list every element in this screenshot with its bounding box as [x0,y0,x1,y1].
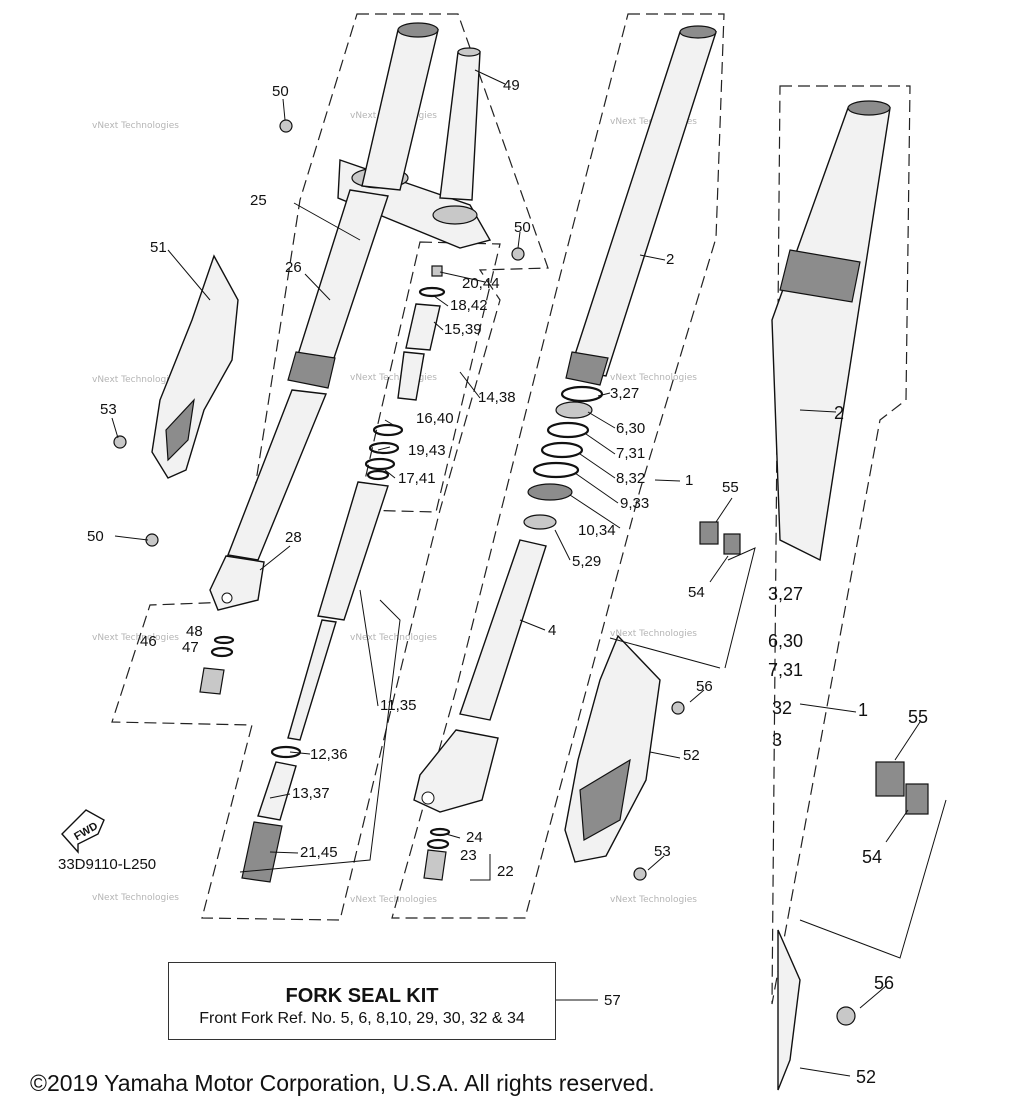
watermark-text: vNext Technologies [350,633,437,643]
callout-label: 16,40 [416,410,454,427]
callout-label: 50 [272,83,289,100]
callout-label: 7,31 [616,445,645,462]
callout-label: 3,27 [768,584,803,604]
callout-label: 17,41 [398,470,436,487]
callout-label: 53 [654,843,671,860]
callout-label: 51 [150,239,167,256]
callout-label: 48 [186,623,203,640]
callout-label: 50 [87,528,104,545]
callout-label: 20,44 [462,275,500,292]
callout-label: 19,43 [408,442,446,459]
callout-label: 12,36 [310,746,348,763]
callout-label: 3,27 [610,385,639,402]
callout-label: 54 [688,584,705,601]
watermark-text: vNext Technologies [350,373,437,383]
left-fork-guard [151,254,239,479]
callout-label: 5,29 [572,553,601,570]
callout-label: 52 [683,747,700,764]
callout-label: 56 [874,973,894,993]
callout-label: 21,45 [300,844,338,861]
callout-label: 2 [666,251,674,268]
second-view-boundary [771,85,911,1005]
callout-label: 24 [466,829,483,846]
callout-label: 22 [497,863,514,880]
callout-label: 23 [460,847,477,864]
callout-label: 6,30 [768,631,803,651]
callout-labels: 50 49 25 26 51 53 50 28 48 47 46 50 20,4… [87,77,928,1087]
callout-label: 55 [908,707,928,727]
left-outer-tube [209,22,439,611]
steering-stem [439,47,481,201]
callout-label: 11,35 [380,697,416,714]
callout-label: 13,37 [292,785,330,802]
watermark-text: vNext Technologies [610,895,697,905]
leader-lines [111,69,947,1077]
callout-label: 4 [548,622,556,639]
callout-label: 14,38 [478,389,516,406]
callout-label: 8,32 [616,470,645,487]
callout-label: 26 [285,259,302,276]
callout-label: 53 [100,401,117,418]
callout-label: 18,42 [450,297,488,314]
watermark-text: vNext Technologies [92,893,179,903]
callout-label: 2 [834,403,844,423]
fork-seal-kit-box: FORK SEAL KIT Front Fork Ref. No. 5, 6, … [168,962,556,1040]
copyright-notice: ©2019 Yamaha Motor Corporation, U.S.A. A… [30,1070,655,1096]
watermark-text: vNext Technologies [610,373,697,383]
callout-label: 55 [722,479,739,496]
callout-label: 32 [772,698,792,718]
kit-ref-label: 57 [604,992,621,1009]
forward-direction-arrow: FWD [61,809,105,854]
right-fork-guard [564,634,661,863]
inner-tube-assembly-boundary [391,13,725,919]
watermark-text: vNext Technologies [92,375,179,385]
watermark-text: vNext Technologies [92,121,179,131]
callout-label: 6,30 [616,420,645,437]
callout-label: 10,34 [578,522,616,539]
second-view-tube [771,100,891,1091]
callout-label: 49 [503,77,520,94]
callout-label: 54 [862,847,882,867]
callout-label: 28 [285,529,302,546]
callout-label: 7,31 [768,660,803,680]
callout-label: 50 [514,219,531,236]
callout-label: 47 [182,639,199,656]
drawing-code: 33D9110-L250 [58,856,157,873]
callout-label: 25 [250,192,267,209]
callout-label: 1 [858,700,868,720]
watermark-text: vNext Technologies [350,895,437,905]
callout-label: 56 [696,678,713,695]
callout-label: 1 [685,472,693,489]
callout-label: 15,39 [444,321,482,338]
right-inner-tube [413,25,717,813]
damper-assembly-boundary [357,241,501,513]
callout-label: 3 [772,730,782,750]
callout-label: 52 [856,1067,876,1087]
watermark-text: vNext Technologies [92,633,179,643]
kit-description: Front Fork Ref. No. 5, 6, 8,10, 29, 30, … [199,1010,525,1027]
cartridge-rod [241,481,389,883]
watermark-text: vNext Technologies [610,629,697,639]
callout-label: 9,33 [620,495,649,512]
callout-label: 46 [140,633,157,650]
damper-internals [364,265,446,481]
kit-title: FORK SEAL KIT [285,985,439,1007]
fasteners [113,119,929,1026]
